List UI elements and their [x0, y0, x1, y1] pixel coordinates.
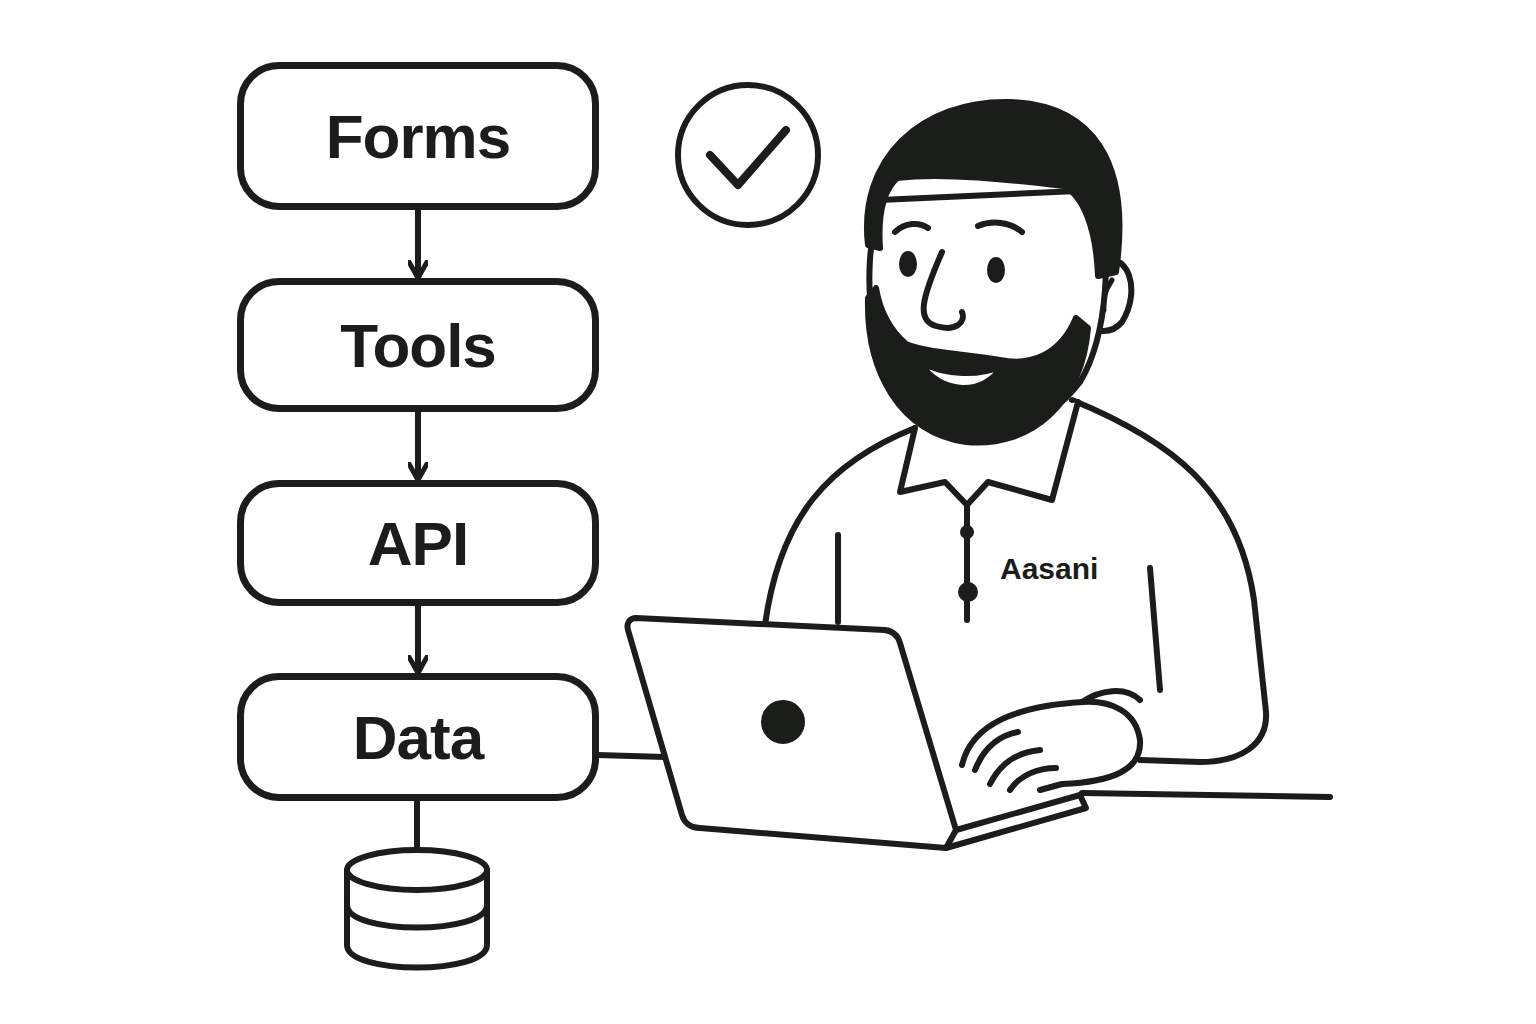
- person-illustration: [627, 102, 1330, 848]
- process-box: Forms: [237, 62, 599, 210]
- flow-arrow: [415, 606, 421, 673]
- connector-wire: [597, 755, 665, 757]
- process-box: API: [237, 480, 599, 606]
- box-label: API: [368, 508, 468, 579]
- process-box: Tools: [237, 278, 599, 412]
- box-label: Forms: [326, 101, 510, 172]
- process-box: Data: [237, 673, 599, 801]
- box-label: Data: [353, 702, 483, 773]
- database-icon: [347, 850, 487, 968]
- shirt-logo-text: Aasani: [1000, 552, 1098, 586]
- check-icon: [678, 85, 818, 225]
- flow-arrow: [415, 210, 421, 278]
- flow-arrow: [415, 412, 421, 480]
- database-wire: [414, 800, 420, 852]
- box-label: Tools: [340, 310, 496, 381]
